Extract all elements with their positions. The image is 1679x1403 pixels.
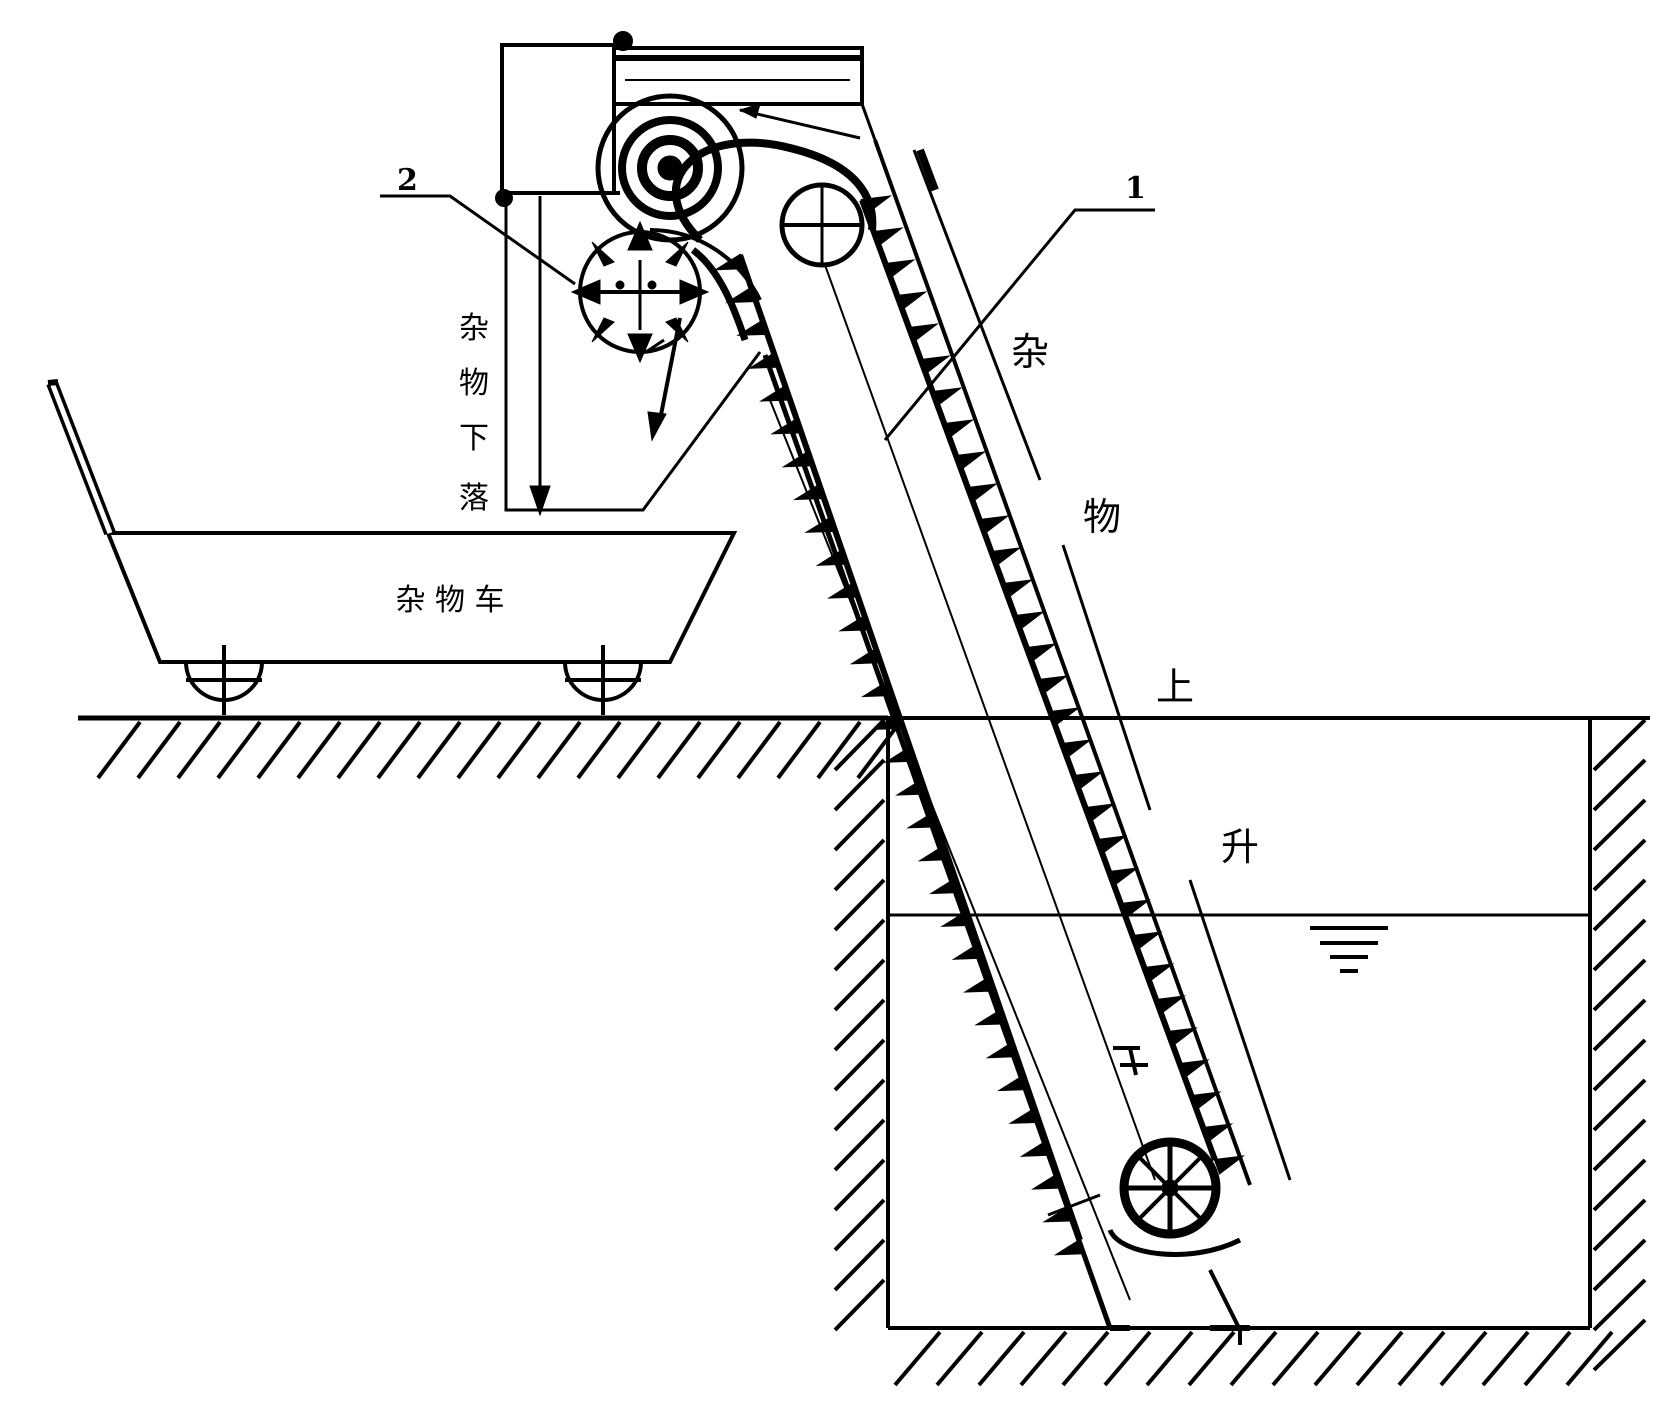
cart-wheel-icon (183, 645, 265, 715)
motion-arrow-icon (738, 103, 1148, 1076)
cleaning-wheel-icon (570, 220, 710, 364)
falling-label-3: 下 (459, 421, 489, 456)
falling-label-4: 落 (459, 481, 489, 516)
pit-hatch (833, 716, 1647, 1387)
callout-1-label: 1 (1125, 171, 1146, 206)
rising-label-2: 物 (1083, 495, 1121, 539)
head-housing (495, 31, 877, 512)
falling-label-2: 物 (459, 366, 489, 401)
rising-label-4: 升 (1221, 825, 1259, 869)
water-level-icon (1310, 926, 1388, 973)
tail-sprocket-icon (1047, 1137, 1242, 1257)
cart-wheel-icon (562, 645, 644, 715)
callout-2-label: 2 (397, 163, 418, 198)
idler-sprocket-icon (779, 182, 865, 268)
callout-leaders (380, 194, 1155, 441)
falling-arrow-icon (529, 196, 682, 517)
debris-cart (46, 379, 738, 715)
rising-label-1: 杂 (1011, 330, 1049, 374)
cart-label: 杂 物 车 (395, 583, 504, 618)
rake-chain (713, 195, 1246, 1256)
rising-label-3: 上 (1156, 665, 1194, 709)
falling-label-1: 杂 (459, 311, 489, 346)
head-sprocket-icon (595, 93, 745, 243)
ground-hatch (96, 720, 902, 780)
